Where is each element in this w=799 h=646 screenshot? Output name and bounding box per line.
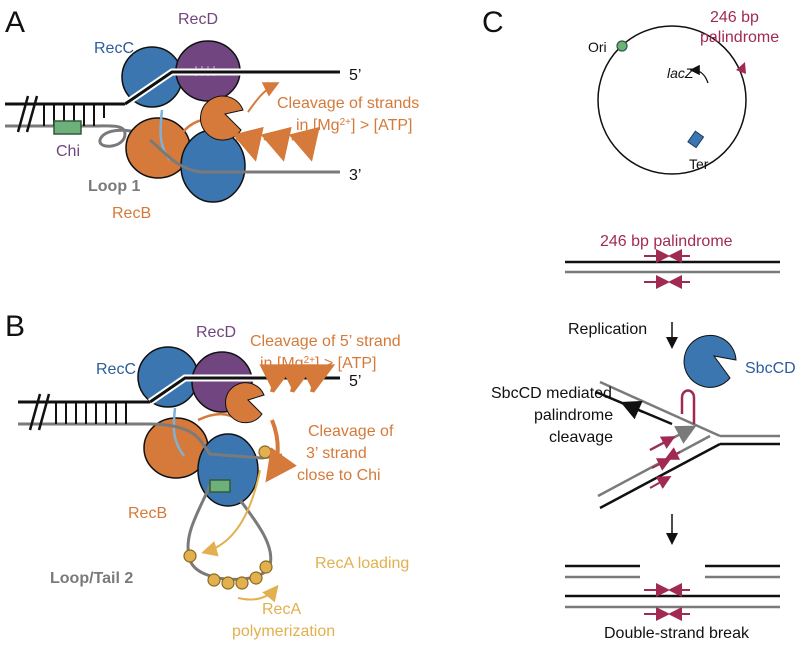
cleavage-a-line2: in [Mg2+] > [ATP]	[296, 117, 412, 135]
replication-fork	[595, 380, 780, 510]
palindrome-label: 246 bp palindrome	[600, 233, 733, 250]
recb-nuclease-domain	[225, 382, 265, 424]
panel-c: C Ori Ter lacZ 246 bp palindrome 246 bp …	[482, 6, 796, 642]
loop-1-strand	[94, 124, 152, 148]
reca-poly-line1: RecA	[262, 601, 301, 618]
recc-label: RecC	[94, 40, 134, 57]
ter-marker	[687, 130, 705, 149]
lacz-arrow	[689, 64, 709, 84]
reca-dot	[183, 549, 197, 563]
loop-tail-2-label: Loop/Tail 2	[50, 570, 133, 587]
break-marks	[16, 95, 39, 133]
loop-1-label: Loop 1	[88, 178, 141, 195]
cleavage-a-line1: Cleavage of strands	[277, 95, 419, 112]
palindrome-marker	[736, 62, 746, 74]
reca-dot	[221, 576, 235, 590]
five-prime-strand	[124, 70, 340, 106]
cleavage-arrows-down	[232, 126, 320, 162]
ori-marker	[616, 40, 628, 52]
five-prime-label: 5’	[349, 67, 361, 84]
recb-nuclease-domain	[200, 95, 244, 141]
chromosome-circle	[597, 25, 747, 175]
chi-site	[53, 120, 82, 135]
recc-lobe	[180, 129, 246, 203]
dsb-label: Double-strand break	[604, 625, 750, 642]
reca-dot	[207, 573, 221, 587]
cleave5-line2: in [Mg2+] > [ATP]	[260, 355, 376, 373]
cleave3-line3: close to Chi	[297, 467, 381, 484]
pal-top-line2: palindrome	[700, 29, 779, 46]
recc-linker	[172, 407, 186, 457]
reca-dot	[249, 571, 263, 585]
chi-site	[209, 479, 231, 493]
three-prime-label: 3’	[349, 167, 361, 184]
replication-label: Replication	[568, 321, 647, 338]
lacz-label: lacZ	[667, 65, 694, 81]
break-marks	[28, 393, 51, 431]
sbccd-complex	[683, 334, 737, 388]
ter-label: Ter	[689, 156, 709, 172]
dsb-palindrome-arrows	[644, 583, 690, 621]
recb-label: RecB	[128, 505, 167, 522]
three-prime-strand	[149, 422, 283, 460]
panel-b-letter: B	[5, 310, 25, 343]
palindrome-hairpin	[680, 389, 696, 424]
recd-label: RecD	[178, 11, 218, 28]
three-prime-strand	[149, 138, 340, 174]
fork-palindrome-arrows	[649, 436, 681, 489]
panel-a: A Chi Loop 1 RecC RecD 5’	[5, 6, 419, 222]
pal-top-line1: 246 bp	[710, 9, 759, 26]
base-pair-rungs	[55, 402, 127, 424]
reca-polymerization-arrow	[237, 584, 279, 603]
sbccd-med-line3: cleavage	[549, 429, 613, 446]
reca-loading-arrow	[201, 469, 261, 557]
cleave3-line2: 3’ strand	[306, 445, 367, 462]
sbccd-med-line1: SbcCD mediated	[491, 385, 612, 402]
panel-c-letter: C	[482, 6, 504, 39]
reca-dot	[259, 560, 273, 574]
panel-a-letter: A	[5, 6, 25, 39]
double-strand-break	[565, 564, 780, 621]
five-prime-label: 5’	[349, 373, 361, 390]
palindrome-arrows	[644, 249, 690, 289]
reca-loading-label: RecA loading	[315, 555, 409, 572]
panel-b: B RecC RecD 5’ RecB Loo	[5, 310, 409, 640]
sbccd-med-line2: palindrome	[534, 407, 613, 424]
chi-label: Chi	[56, 143, 80, 160]
reca-poly-line2: polymerization	[232, 623, 335, 640]
recc-label: RecC	[96, 361, 136, 378]
cleavage-5-arrows	[259, 364, 336, 394]
reca-dot	[235, 576, 249, 590]
sbccd-label: SbcCD	[745, 360, 796, 377]
cleave5-line1: Cleavage of 5’ strand	[250, 333, 401, 350]
cleavage-arrow-up	[247, 82, 280, 113]
recb-label: RecB	[112, 205, 151, 222]
cleavage-3-arrow	[265, 419, 297, 483]
reca-dot	[258, 445, 272, 459]
recd-label: RecD	[196, 324, 236, 341]
cleave3-line1: Cleavage of	[308, 423, 394, 440]
base-pair-rungs	[43, 104, 105, 126]
ori-label: Ori	[588, 39, 607, 55]
